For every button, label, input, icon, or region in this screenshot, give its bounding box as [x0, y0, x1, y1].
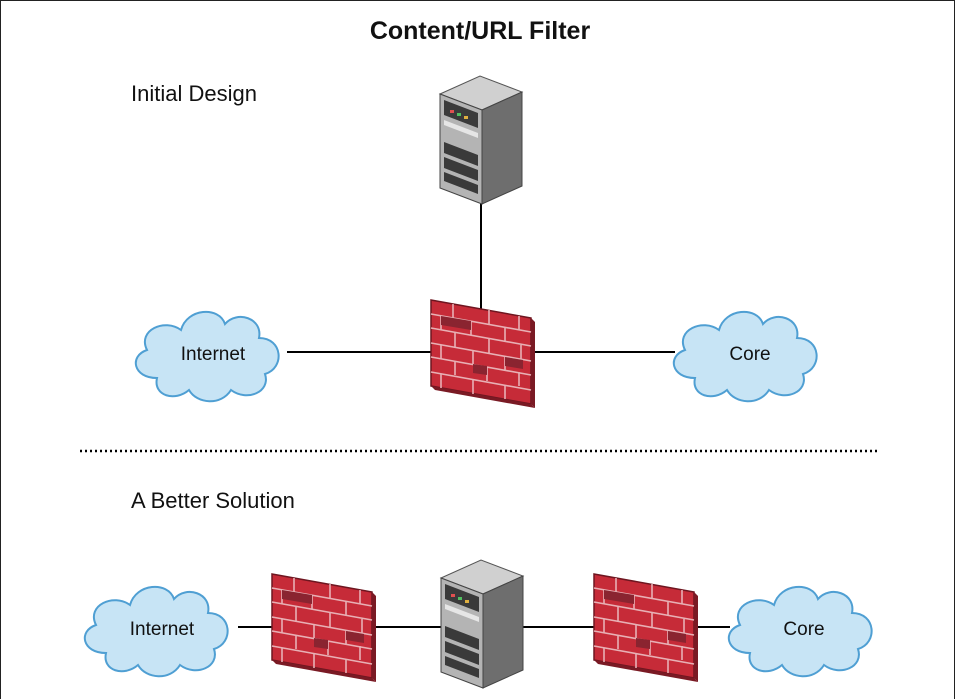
core-label: Core: [729, 344, 770, 365]
connection-lines-initial: [287, 196, 675, 353]
section-label-initial: Initial Design: [131, 81, 257, 106]
diagram-title: Content/URL Filter: [370, 17, 591, 45]
server-icon: [439, 75, 523, 205]
core-label: Core: [783, 619, 824, 640]
internet-label: Internet: [130, 619, 195, 640]
internet-label: Internet: [181, 344, 246, 365]
firewall-icon: [430, 299, 536, 409]
firewall-icon: [271, 573, 377, 683]
server-icon: [440, 559, 524, 689]
section-label-better: A Better Solution: [131, 488, 295, 513]
firewall-icon: [593, 573, 699, 683]
